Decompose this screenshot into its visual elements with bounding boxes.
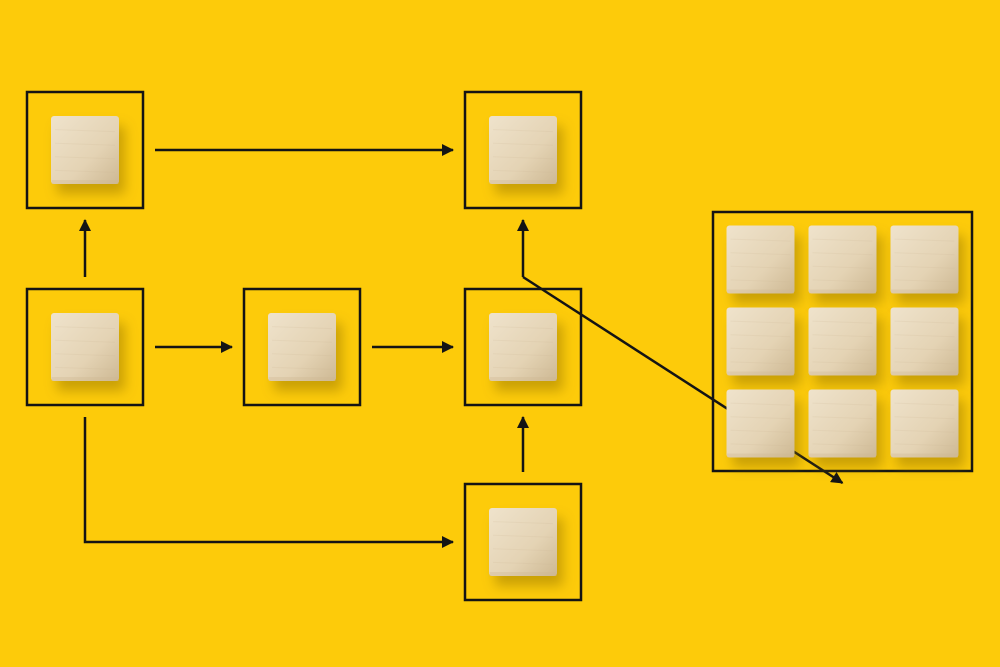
wooden-block (489, 116, 557, 184)
wooden-block (51, 116, 119, 184)
node-mid-left (25, 287, 145, 407)
wooden-block-grid-cell (890, 225, 959, 294)
node-frame (463, 482, 583, 602)
wooden-block-grid-cell (808, 389, 877, 458)
node-frame (242, 287, 362, 407)
node-result-grid (711, 210, 974, 473)
wooden-block (489, 508, 557, 576)
node-top-left (25, 90, 145, 210)
node-mid-center (242, 287, 362, 407)
node-frame (25, 90, 145, 210)
node-frame (25, 287, 145, 407)
wooden-block-grid-cell (726, 389, 795, 458)
wooden-block-grid-cell (808, 225, 877, 294)
wooden-block-grid-cell (890, 307, 959, 376)
node-layer (25, 90, 974, 602)
node-top-right (463, 90, 583, 210)
wooden-block (489, 313, 557, 381)
wooden-block-grid-cell (726, 307, 795, 376)
node-frame (463, 90, 583, 210)
wooden-block-grid-cell (726, 225, 795, 294)
arrow-mid-left-to-bottom-right (83, 417, 454, 548)
node-mid-right (463, 287, 583, 407)
wooden-block (268, 313, 336, 381)
wooden-block-grid-cell (808, 307, 877, 376)
wooden-block-grid-cell (890, 389, 959, 458)
node-frame (711, 210, 974, 473)
wooden-block (51, 313, 119, 381)
node-bottom-right (463, 482, 583, 602)
node-frame (463, 287, 583, 407)
